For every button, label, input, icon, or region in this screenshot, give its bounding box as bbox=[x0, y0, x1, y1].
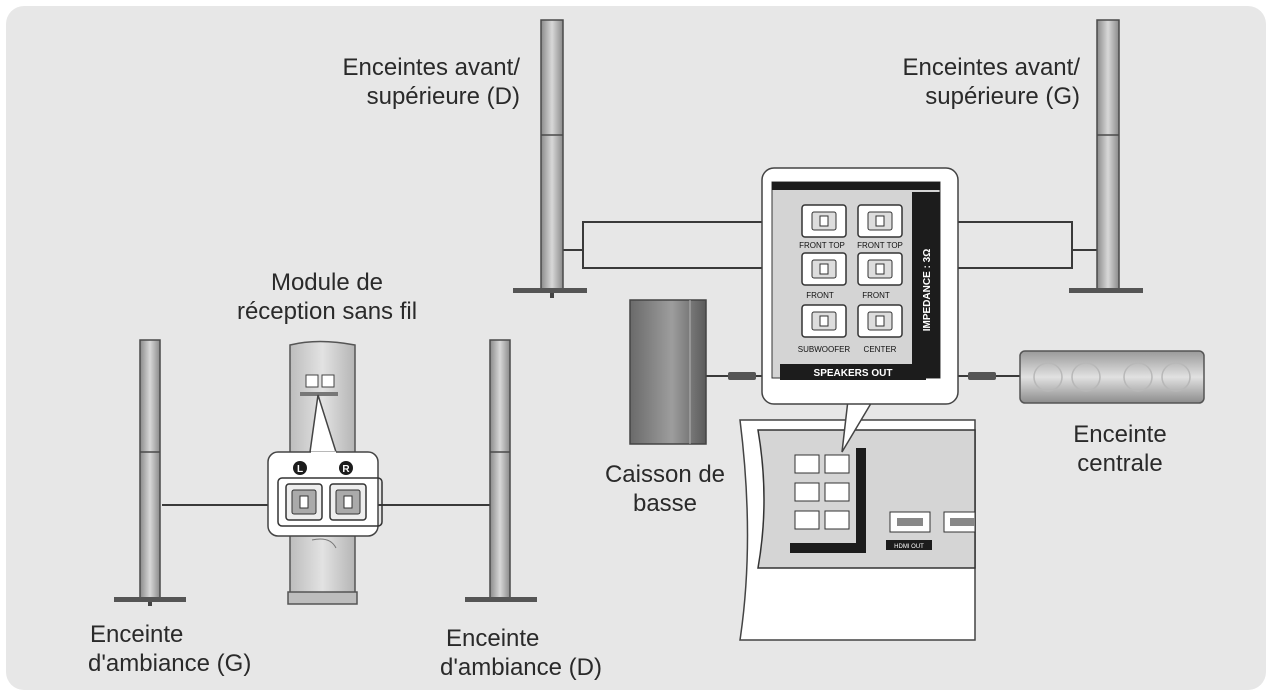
wire-front-right bbox=[582, 250, 820, 269]
surround-right-speaker bbox=[465, 339, 537, 602]
label-surround-left-speaker: Enceinte d'ambiance (G) bbox=[88, 621, 252, 677]
jack-front-left: FRONT bbox=[857, 252, 903, 300]
module-jack-left bbox=[285, 483, 323, 521]
label-front-left-speaker: Enceintes avant/ supérieure (G) bbox=[902, 54, 1080, 110]
svg-text:FRONT: FRONT bbox=[806, 291, 834, 300]
label-center-speaker: Enceinte centrale bbox=[1073, 421, 1167, 477]
svg-text:FRONT TOP: FRONT TOP bbox=[857, 241, 903, 250]
label-wireless-receiver-module: Module de réception sans fil bbox=[236, 269, 418, 325]
module-badge-left: L bbox=[293, 461, 307, 475]
svg-text:IMPEDANCE : 3Ω: IMPEDANCE : 3Ω bbox=[922, 249, 933, 331]
svg-text:FRONT: FRONT bbox=[862, 291, 890, 300]
svg-text:FRONT TOP: FRONT TOP bbox=[799, 241, 845, 250]
subwoofer-speaker bbox=[629, 299, 707, 445]
svg-text:R: R bbox=[342, 464, 350, 475]
svg-text:SPEAKERS OUT: SPEAKERS OUT bbox=[814, 368, 893, 379]
wire-front-top-right bbox=[562, 221, 820, 251]
jack-center: CENTER bbox=[857, 304, 903, 354]
jack-front-top-left: FRONT TOP bbox=[857, 204, 903, 250]
svg-text:HDMI OUT: HDMI OUT bbox=[894, 544, 924, 550]
front-right-speaker bbox=[513, 19, 587, 298]
svg-text:CENTER: CENTER bbox=[864, 345, 897, 354]
hdmi-out-port: HDMI OUT bbox=[886, 511, 932, 550]
jack-front-top-right: FRONT TOP bbox=[799, 204, 847, 250]
module-badge-right: R bbox=[339, 461, 353, 475]
jack-subwoofer: SUBWOOFER bbox=[798, 304, 851, 354]
svg-text:SUBWOOFER: SUBWOOFER bbox=[798, 345, 851, 354]
wireless-receiver-module: L R bbox=[267, 340, 383, 605]
wire-front-top-left bbox=[878, 221, 1098, 251]
surround-left-speaker bbox=[114, 339, 186, 606]
speakers-out-zoom-panel: SPEAKERS OUT IMPEDANCE : 3Ω FRONT TOP FR… bbox=[761, 167, 959, 405]
main-unit-rear-panel: HDMI OUT bbox=[739, 419, 976, 641]
module-jack-right bbox=[329, 483, 367, 521]
speaker-plugs bbox=[728, 372, 996, 380]
center-speaker bbox=[1019, 350, 1205, 404]
front-left-speaker bbox=[1069, 19, 1143, 293]
svg-text:L: L bbox=[297, 464, 303, 475]
label-surround-right-speaker: Enceinte d'ambiance (D) bbox=[440, 625, 602, 681]
label-front-right-speaker: Enceintes avant/ supérieure (D) bbox=[342, 54, 520, 110]
jack-front-right: FRONT bbox=[801, 252, 847, 300]
label-subwoofer: Caisson de basse bbox=[604, 461, 726, 517]
